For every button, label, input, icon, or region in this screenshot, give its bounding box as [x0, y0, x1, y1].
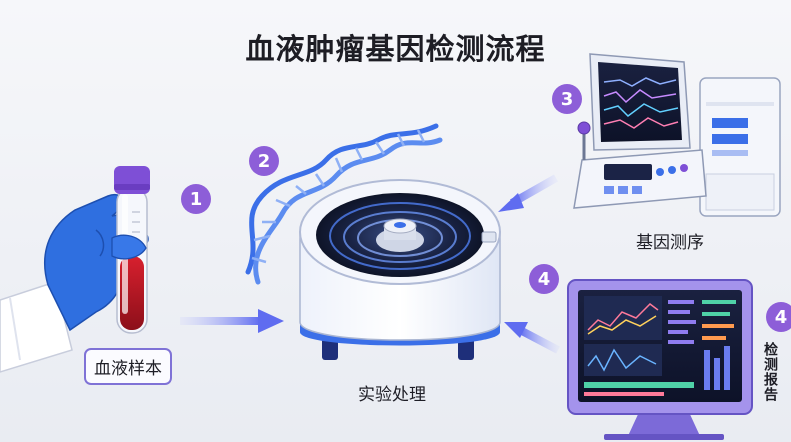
step-3-badge: 3	[552, 84, 582, 114]
arrow-sequencing-to-processing	[498, 174, 558, 212]
gene-sequencing-label: 基因测序	[636, 233, 704, 253]
page-title: 血液肿瘤基因检测流程	[245, 32, 546, 66]
test-report-label: 检测报告	[762, 342, 778, 402]
blood-sample-label: 血液样本	[84, 348, 172, 385]
centrifuge-icon	[299, 179, 501, 360]
blood-sample-illustration	[0, 166, 150, 373]
blood-tube-icon	[111, 166, 150, 334]
lab-processing-label: 实验处理	[358, 385, 426, 405]
dna-helix-icon	[245, 123, 443, 285]
step-2-badge: 2	[249, 146, 279, 176]
step-4-badge-flow: 4	[529, 264, 559, 294]
arrow-sample-to-processing	[180, 309, 284, 333]
arrow-report-to-processing	[504, 322, 560, 354]
step-1-badge: 1	[181, 184, 211, 214]
step-4-badge-report: 4	[766, 302, 791, 332]
report-monitor-icon	[567, 279, 753, 440]
sequencer-machine-icon	[573, 53, 781, 217]
